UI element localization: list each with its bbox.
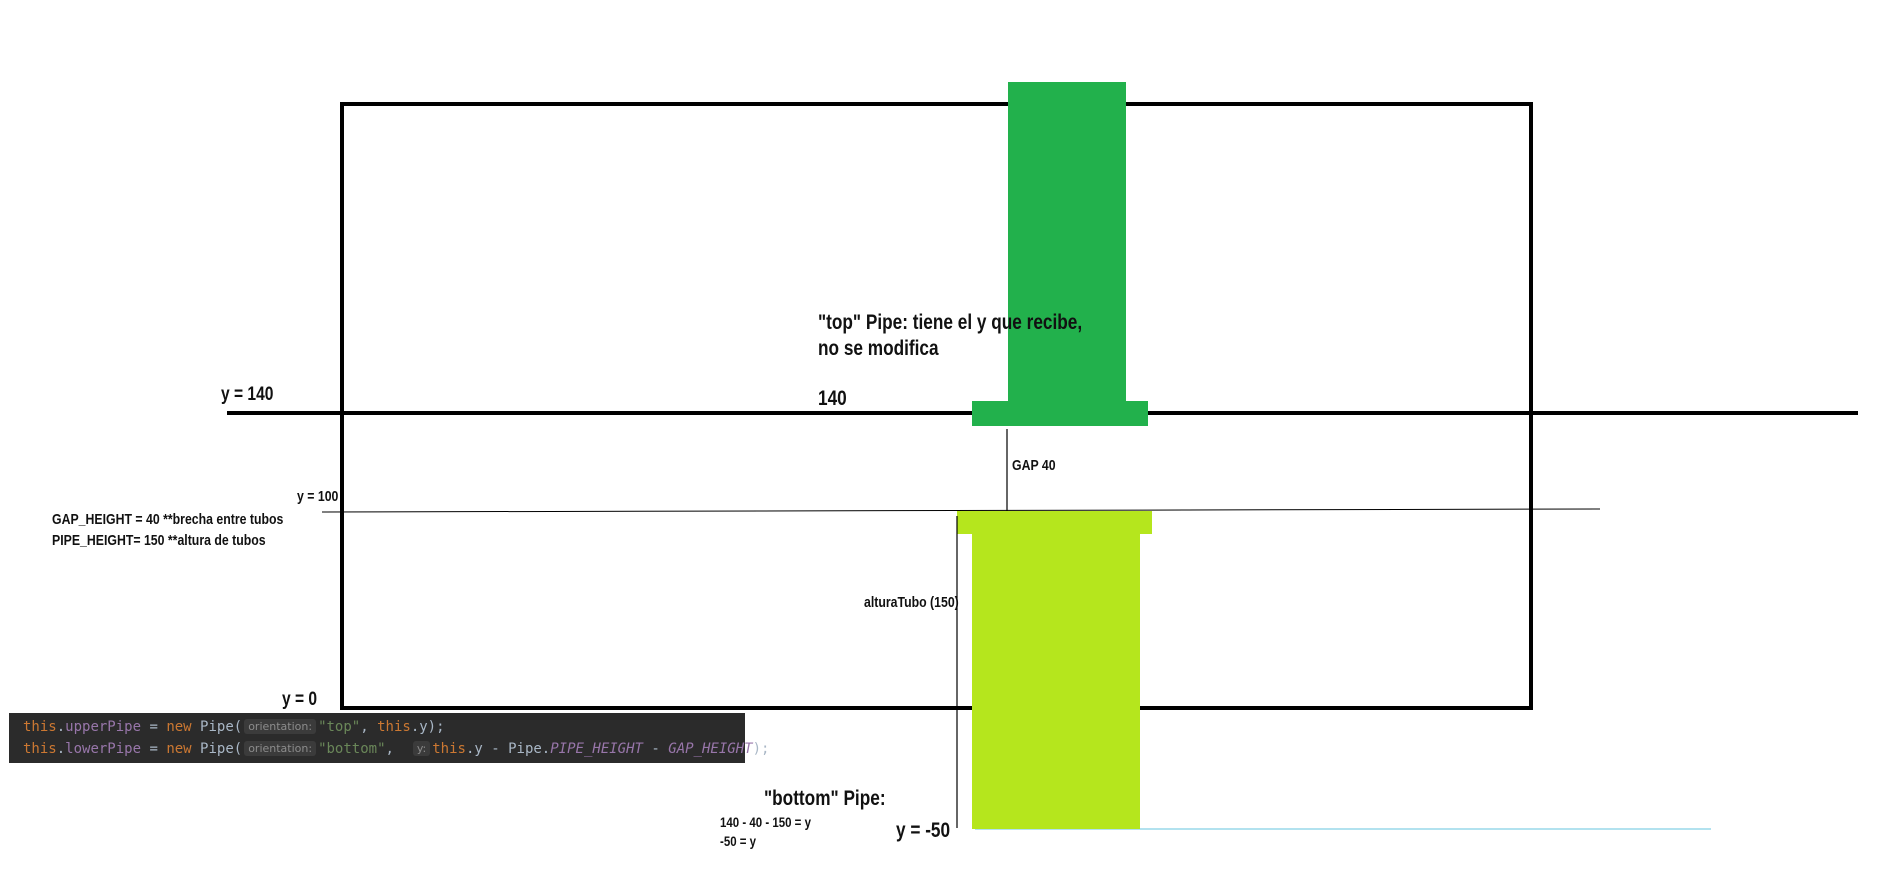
param-hint: orientation: <box>244 719 317 734</box>
bottom-pipe-body <box>972 533 1140 829</box>
code-keyword: new <box>166 719 192 735</box>
code-text: = <box>141 719 167 735</box>
code-keyword: new <box>166 741 192 757</box>
gap-label: GAP 40 <box>1012 457 1056 474</box>
code-line-lower: this.lowerPipe = new Pipe(orientation:"b… <box>23 741 770 757</box>
y-minus50-label: y = -50 <box>896 819 951 842</box>
top-pipe-description-line1: "top" Pipe: tiene el y que recibe, <box>818 311 1083 334</box>
code-text: - <box>642 741 669 757</box>
y140-label: y = 140 <box>221 384 274 405</box>
code-text: .y - Pipe. <box>465 741 551 757</box>
bottom-pipe-title: "bottom" Pipe: <box>764 787 886 810</box>
code-snippet: this.upperPipe = new Pipe(orientation:"t… <box>9 713 770 763</box>
code-text: Pipe( <box>191 719 243 735</box>
y100-label: y = 100 <box>297 488 339 505</box>
code-string: "bottom" <box>318 741 386 757</box>
code-text: , <box>360 719 378 735</box>
gap-height-constant: GAP_HEIGHT = 40 **brecha entre tubos <box>52 511 284 528</box>
code-keyword: this <box>23 719 57 735</box>
top-pipe-body <box>1008 82 1126 402</box>
code-text: , <box>385 741 411 757</box>
code-constant: GAP_HEIGHT <box>668 741 753 757</box>
code-field: lowerPipe <box>65 741 142 757</box>
bottom-calc-line2: -50 = y <box>720 833 757 849</box>
code-text: = <box>141 741 167 757</box>
y100-line <box>321 508 1601 513</box>
code-text: Pipe( <box>191 741 243 757</box>
game-frame <box>340 102 1533 710</box>
code-text: .y); <box>410 719 445 735</box>
param-hint: orientation: <box>244 741 317 756</box>
code-keyword: this <box>432 741 466 757</box>
param-hint: y: <box>412 741 431 756</box>
code-keyword: this <box>377 719 411 735</box>
bottom-pipe-cap <box>957 511 1152 534</box>
code-field: upperPipe <box>65 719 142 735</box>
bottom-calc-line1: 140 - 40 - 150 = y <box>720 814 811 830</box>
value-140-label: 140 <box>818 387 847 410</box>
code-constant: PIPE_HEIGHT <box>550 741 643 757</box>
code-keyword: this <box>23 741 57 757</box>
code-string: "top" <box>318 719 361 735</box>
top-pipe-cap <box>972 401 1148 426</box>
code-text: ); <box>752 741 770 757</box>
code-line-upper: this.upperPipe = new Pipe(orientation:"t… <box>23 719 445 735</box>
y0-label: y = 0 <box>282 689 318 710</box>
top-pipe-description-line2: no se modifica <box>818 337 939 360</box>
pipe-height-label: alturaTubo (150) <box>864 594 959 611</box>
pipe-height-constant: PIPE_HEIGHT= 150 **altura de tubos <box>52 532 266 549</box>
